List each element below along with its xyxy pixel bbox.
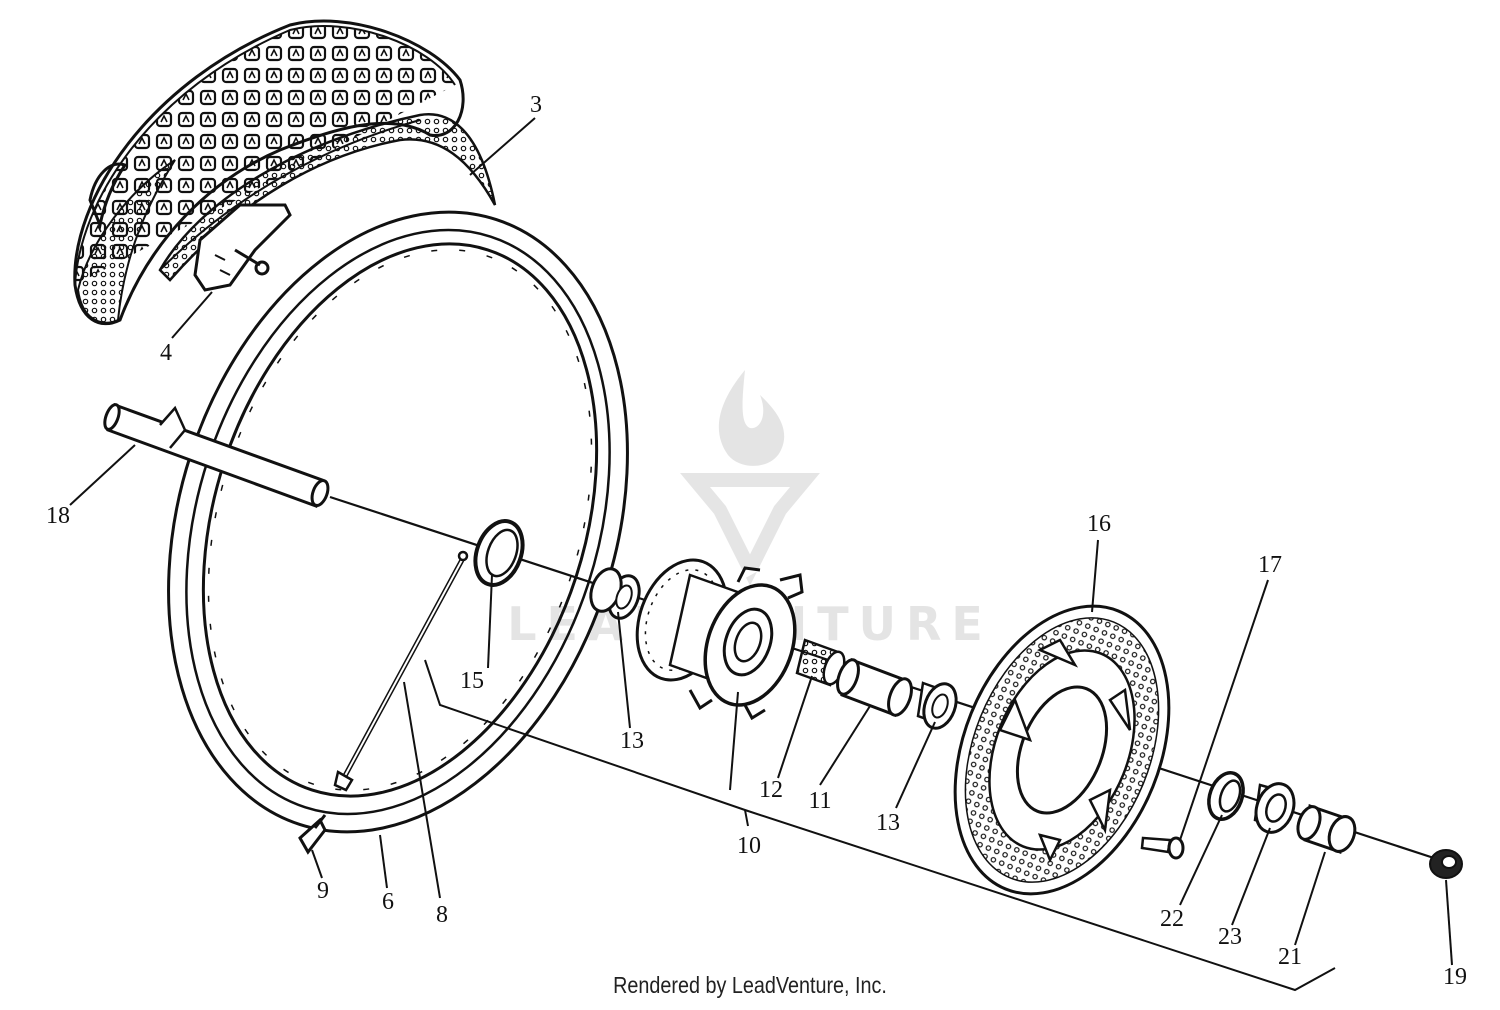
callout-23: 23 xyxy=(1218,924,1242,950)
callout-8: 8 xyxy=(436,902,448,928)
callout-4: 4 xyxy=(160,340,172,366)
bearing-right xyxy=(916,681,958,730)
spoke-nipple xyxy=(298,814,327,855)
callout-11: 11 xyxy=(808,788,831,814)
callout-19: 19 xyxy=(1443,964,1467,990)
callout-13-left: 13 xyxy=(620,728,644,754)
callout-16: 16 xyxy=(1087,511,1111,537)
outer-bearing xyxy=(1253,782,1296,834)
spoke xyxy=(333,550,469,792)
oil-seal xyxy=(473,519,525,587)
collar xyxy=(1296,803,1357,855)
callout-18: 18 xyxy=(46,503,70,529)
callout-6: 6 xyxy=(382,889,394,915)
callout-13-right: 13 xyxy=(876,810,900,836)
rim-lock-valve xyxy=(193,203,292,292)
tire xyxy=(73,19,497,326)
bearing-left xyxy=(589,567,641,620)
callout-15: 15 xyxy=(460,668,484,694)
callout-12: 12 xyxy=(759,777,783,803)
callout-10: 10 xyxy=(737,833,761,859)
callout-labels: 3 4 18 15 13 12 11 13 10 9 6 8 16 17 22 … xyxy=(46,92,1467,990)
footer-credit: Rendered by LeadVenture, Inc. xyxy=(613,972,887,998)
callout-3: 3 xyxy=(530,92,542,118)
leader-lines xyxy=(69,117,1453,992)
callout-21: 21 xyxy=(1278,944,1302,970)
spacer xyxy=(836,658,913,717)
wheel-hub xyxy=(635,558,804,721)
axle xyxy=(103,403,330,508)
disc-bolt xyxy=(1140,836,1185,860)
dust-seal xyxy=(1207,771,1245,821)
axle-nut xyxy=(1429,849,1463,879)
callout-22: 22 xyxy=(1160,906,1184,932)
brake-disc xyxy=(953,604,1171,896)
callout-9: 9 xyxy=(317,878,329,904)
callout-17: 17 xyxy=(1258,552,1282,578)
